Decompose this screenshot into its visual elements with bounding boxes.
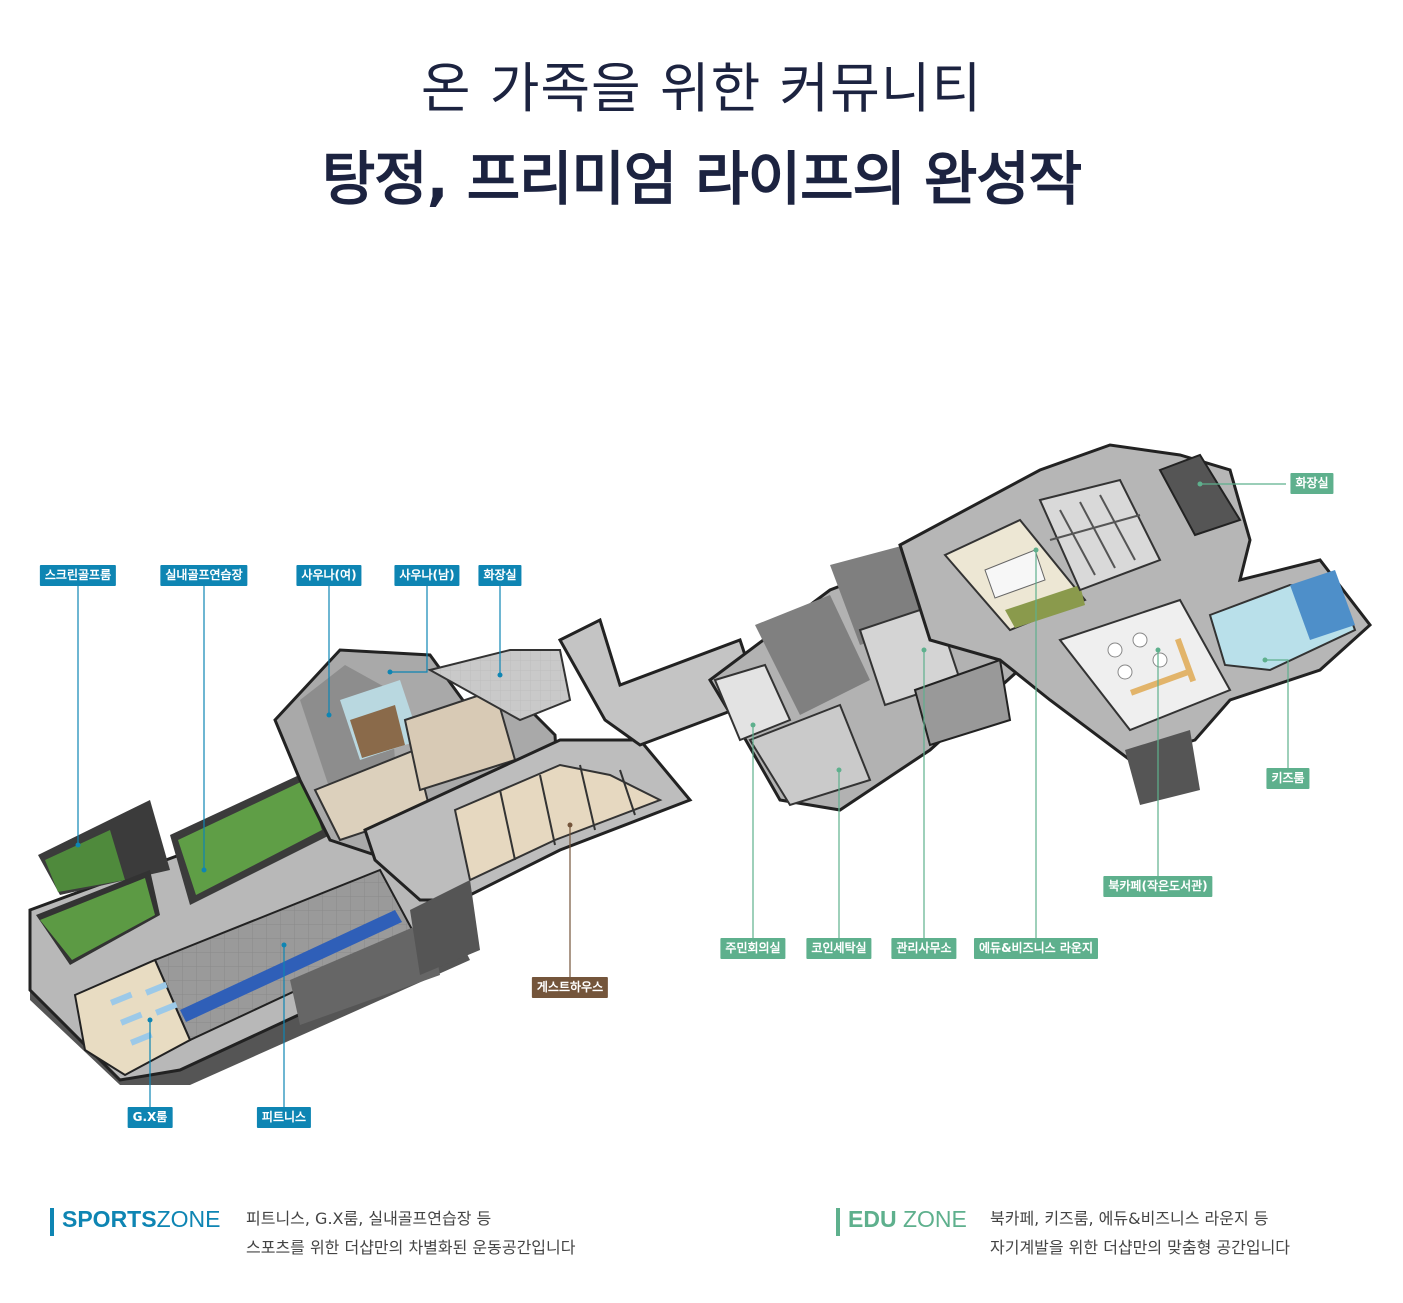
edu-zone-title-bold: EDU bbox=[848, 1206, 897, 1232]
sports-zone-title-light: ZONE bbox=[156, 1206, 221, 1232]
tag-screen-golf-room: 스크린골프룸 bbox=[39, 565, 117, 586]
left-wing bbox=[28, 770, 470, 1085]
sports-zone-title: SPORTSZONE bbox=[62, 1206, 220, 1233]
tag-restroom-right: 화장실 bbox=[1290, 473, 1334, 494]
sports-zone-bar bbox=[50, 1208, 54, 1236]
tag-fitness: 피트니스 bbox=[256, 1107, 312, 1128]
tag-gx-room: G.X룸 bbox=[127, 1107, 173, 1128]
edu-zone-bar bbox=[836, 1208, 840, 1236]
tag-coin-laundry: 코인세탁실 bbox=[806, 938, 872, 959]
heading-line1: 온 가족을 위한 커뮤니티 bbox=[420, 57, 983, 120]
tag-sauna-men: 사우나(남) bbox=[394, 565, 460, 586]
sports-zone-description: 피트니스, G.X룸, 실내골프연습장 등 스포츠를 위한 더샵만의 차별화된 … bbox=[246, 1204, 575, 1262]
edu-zone-desc-line1: 북카페, 키즈룸, 에듀&비즈니스 라운지 등 bbox=[990, 1209, 1269, 1228]
tag-sauna-women: 사우나(여) bbox=[296, 565, 362, 586]
sports-zone-desc-line2: 스포츠를 위한 더샵만의 차별화된 운동공간입니다 bbox=[246, 1238, 576, 1257]
tag-book-cafe: 북카페(작은도서관) bbox=[1103, 876, 1213, 897]
tag-kids-room: 키즈룸 bbox=[1266, 768, 1310, 789]
sports-zone-desc-line1: 피트니스, G.X룸, 실내골프연습장 등 bbox=[246, 1209, 492, 1228]
tag-management-office: 관리사무소 bbox=[891, 938, 957, 959]
tag-restroom-left: 화장실 bbox=[478, 565, 522, 586]
heading-line2: 탕정, 프리미엄 라이프의 완성작 bbox=[321, 145, 1082, 213]
tag-indoor-golf-range: 실내골프연습장 bbox=[160, 565, 248, 586]
edu-zone-title: EDU ZONE bbox=[848, 1206, 967, 1233]
tag-guest-house: 게스트하우스 bbox=[531, 977, 609, 998]
leader-lines bbox=[77, 483, 1289, 1107]
right-block bbox=[898, 443, 1373, 805]
tag-residents-meeting-room: 주민회의실 bbox=[720, 938, 786, 959]
edu-zone-desc-line2: 자기계발을 위한 더샵만의 맞춤형 공간입니다 bbox=[990, 1238, 1291, 1257]
sports-zone-title-bold: SPORTS bbox=[62, 1206, 157, 1232]
edu-zone-description: 북카페, 키즈룸, 에듀&비즈니스 라운지 등 자기계발을 위한 더샵만의 맞춤… bbox=[990, 1204, 1290, 1262]
guest-house-block bbox=[290, 738, 693, 1025]
tag-edu-business-lounge: 에듀&비즈니스 라운지 bbox=[973, 938, 1099, 959]
edu-zone-title-light: ZONE bbox=[896, 1206, 967, 1232]
leader-dots bbox=[75, 481, 1268, 1023]
